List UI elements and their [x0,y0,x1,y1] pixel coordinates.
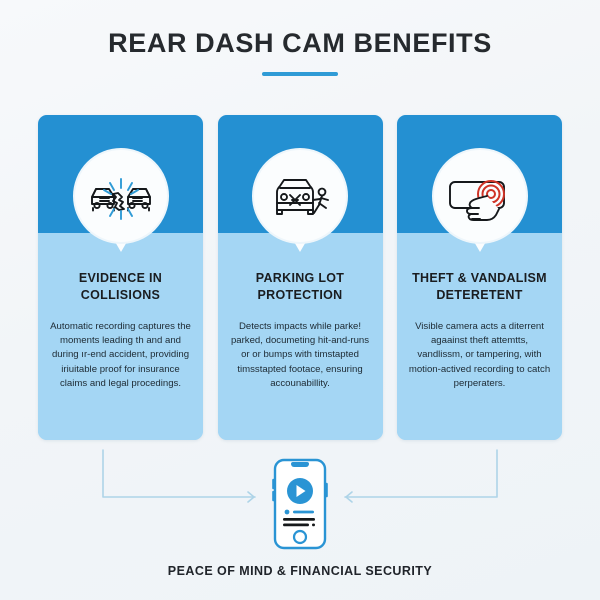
hand-tapping-camera-icon [447,170,513,222]
benefit-card-evidence[interactable]: EVIDENCE IN COLLISIONS Automatic recordi… [38,115,203,440]
arrow-left-icon [345,491,353,503]
card-description: Automatic recording captures the moments… [50,321,191,389]
card-title: THEFT & VANDALISM DETERETENT [412,271,547,302]
flow-connectors [0,440,600,505]
badge-circle [72,148,169,244]
title-underline [262,72,338,76]
card-body-band [38,233,203,440]
right-connector-line [344,449,498,498]
page-title: REAR DASH CAM BENEFITS [108,28,492,58]
badge-circle [431,148,528,244]
card-icon-badge [431,148,528,252]
badge-circle [252,148,348,244]
left-connector-line [102,449,256,498]
footer-caption: PEACE OF MIND & FINANCIAL SECURITY [167,564,433,578]
arrow-right-icon [247,491,255,503]
card-title: EVIDENCE IN COLLISIONS [78,271,163,302]
parked-car-hit-and-run-icon [267,170,333,222]
benefit-card-parking[interactable]: PARKING LOT PROTECTION Detects impacts w… [217,115,383,440]
smartphone-video-playback-icon [272,458,328,550]
benefit-cards: EVIDENCE IN COLLISIONS Automatic recordi… [38,115,562,440]
card-body-band [217,233,383,440]
card-icon-badge [72,148,169,252]
card-description: Detects impacts while parke! parked, doc… [230,321,370,389]
card-title: PARKING LOT PROTECTION [255,271,345,302]
benefit-card-theft[interactable]: THEFT & VANDALISM DETERETENT Visible cam… [397,115,562,440]
car-collision-icon [88,171,154,221]
card-body-band [397,233,562,440]
card-icon-badge [252,148,348,252]
card-description: Visible camera acts a diterrent agaainst… [408,321,551,389]
